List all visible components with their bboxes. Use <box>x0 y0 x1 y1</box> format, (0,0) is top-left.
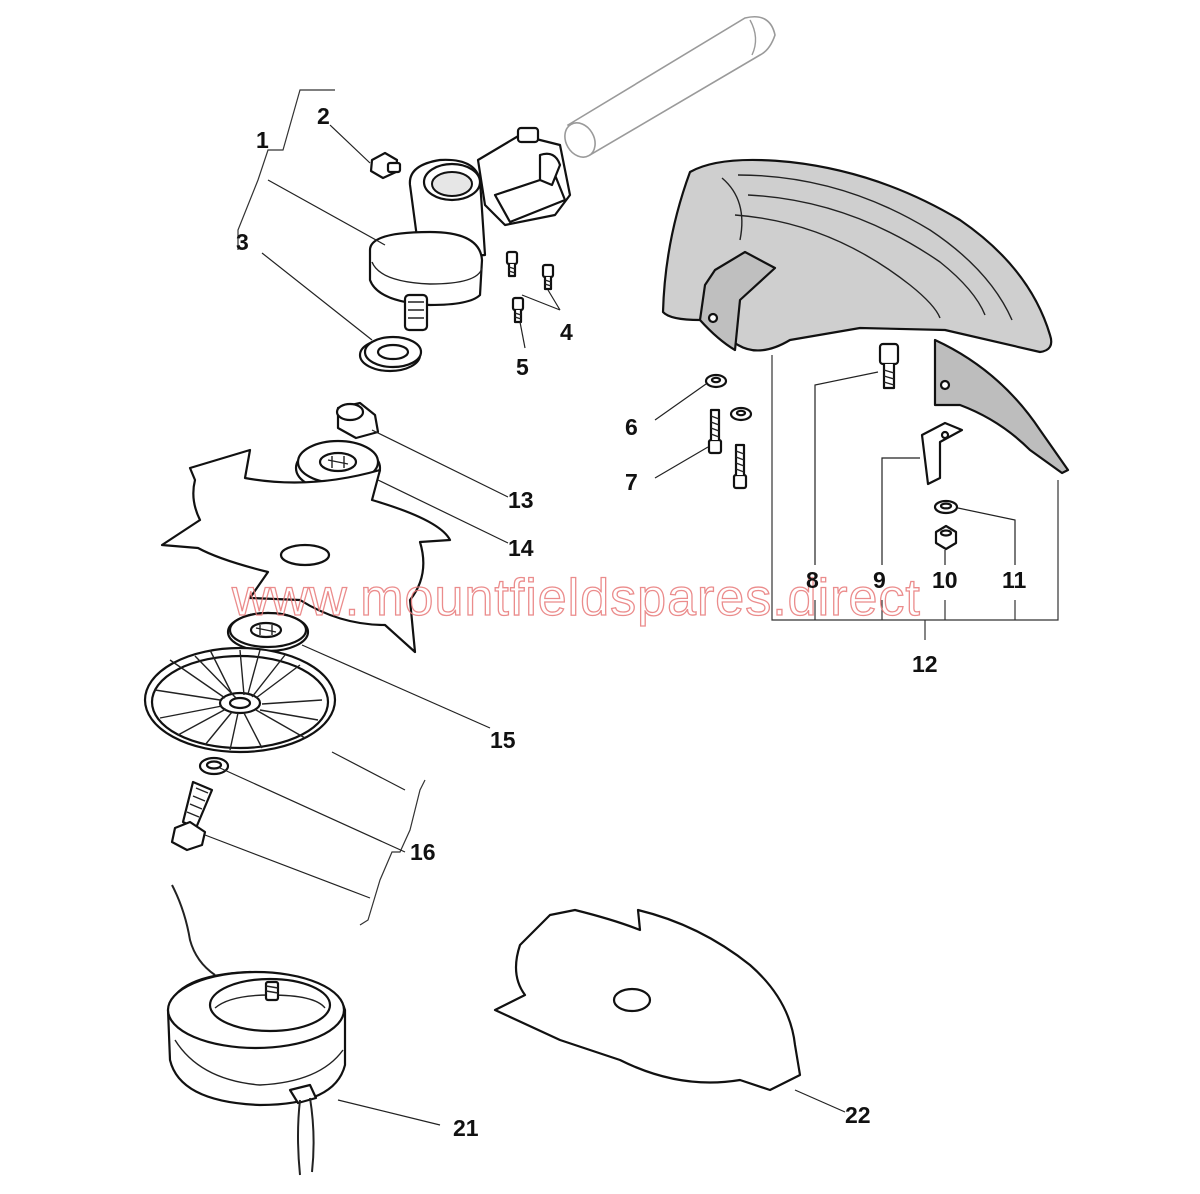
drive-shaft-tube <box>564 16 776 158</box>
washer-6b <box>729 406 753 422</box>
callout-7: 7 <box>625 469 638 495</box>
bolt-16 <box>170 780 214 852</box>
callout-5: 5 <box>516 354 529 380</box>
callout-2: 2 <box>317 103 330 129</box>
bracket-9 <box>920 421 964 486</box>
nut-10 <box>934 524 958 551</box>
callout-12: 12 <box>912 651 938 677</box>
callout-3: 3 <box>236 229 249 255</box>
blade-3-tooth-22 <box>493 908 802 1092</box>
screws-4-5 <box>505 250 555 324</box>
callout-1: 1 <box>256 127 269 153</box>
washer-11 <box>933 499 959 515</box>
callout-22: 22 <box>845 1102 871 1128</box>
bolt-8 <box>878 342 900 390</box>
guard-cup-16 <box>143 646 337 754</box>
callout-13: 13 <box>508 487 534 513</box>
gearbox-head <box>368 126 572 332</box>
callout-labels: 1 2 3 4 5 6 7 8 9 10 11 12 13 14 15 16 2… <box>236 103 1027 1141</box>
blade-4-tooth <box>160 448 452 654</box>
watermark-text: www.mountfieldspares.direct <box>231 569 921 627</box>
blade-guard <box>661 158 1070 475</box>
trimmer-head-21 <box>166 884 347 1176</box>
bracket-lines <box>237 89 1059 926</box>
callout-11: 11 <box>1002 567 1027 593</box>
callout-6: 6 <box>625 414 638 440</box>
bearing-seal <box>358 335 423 373</box>
washer-16 <box>198 756 230 776</box>
thrust-washer-15 <box>226 611 310 653</box>
callout-21: 21 <box>453 1115 479 1141</box>
leader-lines <box>204 124 1016 1126</box>
callout-9: 9 <box>873 567 886 593</box>
callout-8: 8 <box>806 567 819 593</box>
callout-16: 16 <box>410 839 436 865</box>
washer-6 <box>704 373 728 389</box>
callout-14: 14 <box>508 535 534 561</box>
callout-15: 15 <box>490 727 516 753</box>
plug-nut <box>369 151 402 180</box>
bush-13 <box>335 401 380 440</box>
screw-7b <box>732 443 748 490</box>
screw-7a <box>707 408 723 455</box>
callout-4: 4 <box>560 319 573 345</box>
callout-10: 10 <box>932 567 958 593</box>
